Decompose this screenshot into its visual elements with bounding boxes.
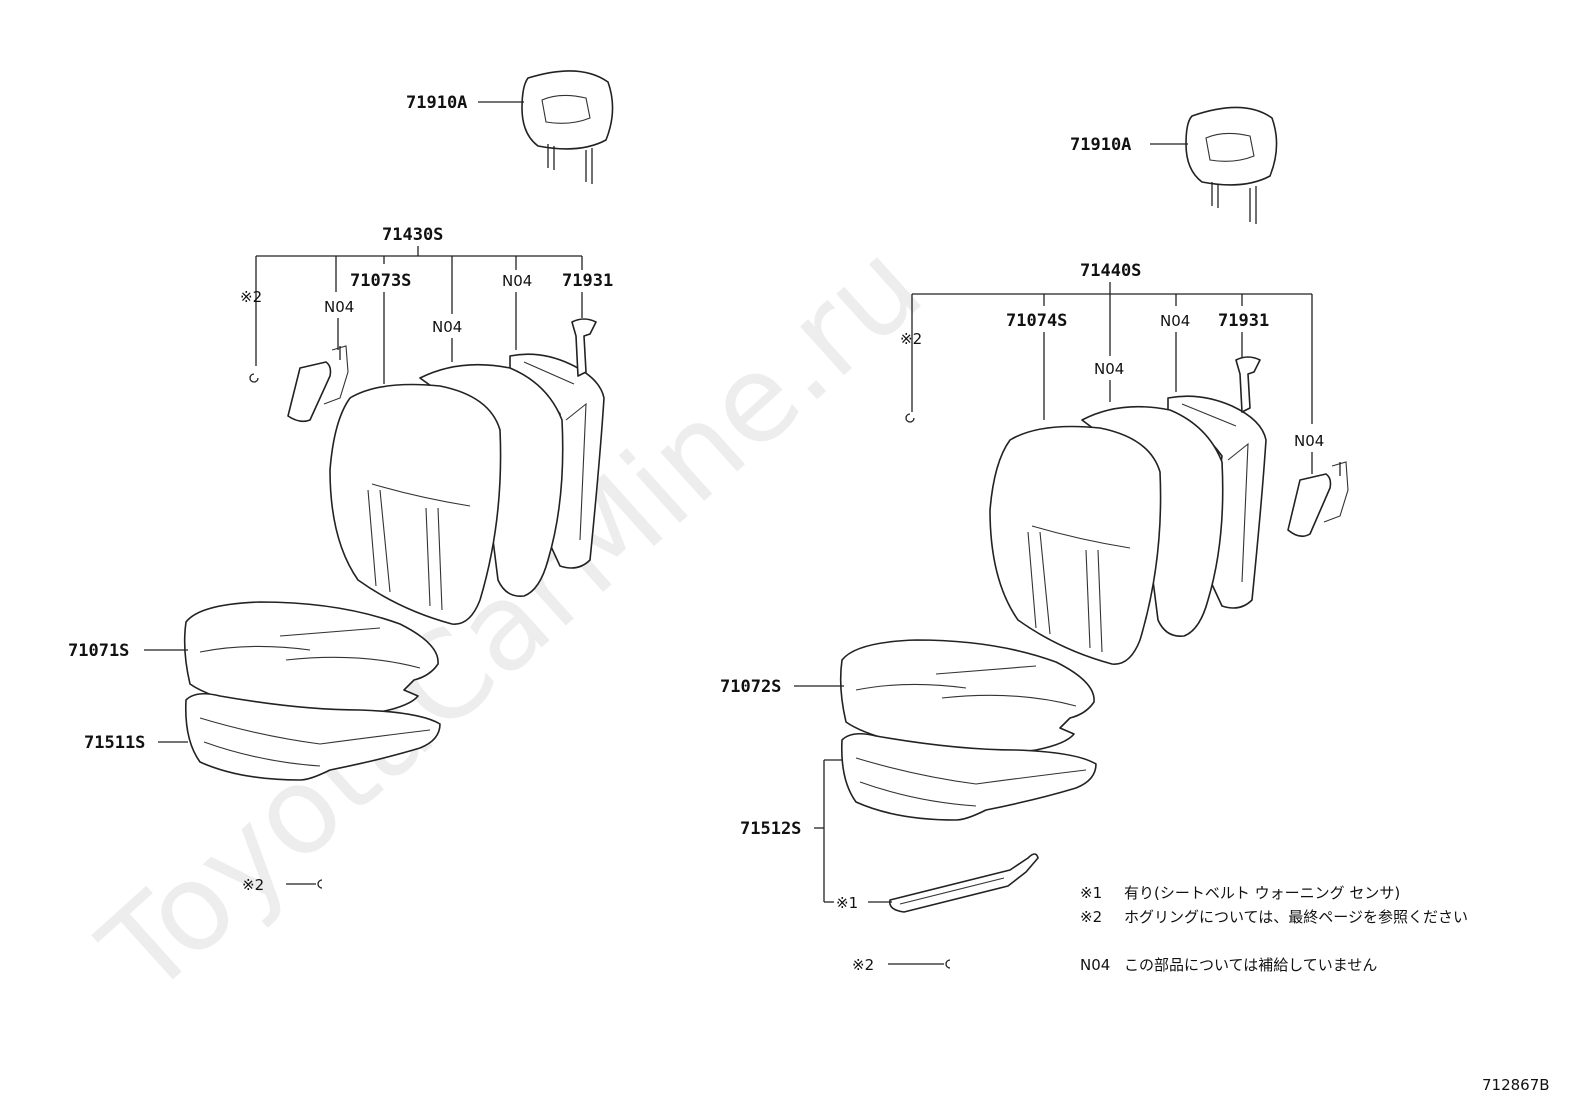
right-cushion-cover-label: 71072S <box>720 677 781 697</box>
left-headrest-label: 71910A <box>406 93 467 113</box>
right-seat-back-cover <box>989 425 1162 665</box>
left-bottom-hog-ring-ref: ※2 <box>242 876 264 894</box>
diagram-id: 712867B <box>1482 1076 1550 1094</box>
right-back-pad-n04: N04 <box>1094 360 1124 378</box>
left-headrest <box>521 70 614 184</box>
right-sensor-ref: ※1 <box>836 894 858 912</box>
left-hog-ring-ref: ※2 <box>240 288 262 306</box>
right-frame-n04: N04 <box>1160 312 1190 330</box>
right-seatbelt-sensor <box>888 853 1039 913</box>
left-back-assy-label: 71430S <box>382 225 443 245</box>
right-cushion-pad-label: 71512S <box>740 819 801 839</box>
right-bottom-hog-ring-ref: ※2 <box>852 956 874 974</box>
right-airbag-module <box>1287 461 1349 538</box>
right-hog-ring-ref: ※2 <box>900 330 922 348</box>
legend: ※1 有り(シートベルト ウォーニング センサ) ※2 ホグリングについては、最… <box>1080 884 1468 974</box>
right-headrest <box>1185 106 1278 224</box>
legend-key-1: ※1 <box>1080 884 1102 902</box>
right-back-cover-label: 71074S <box>1006 311 1067 331</box>
right-airbag-n04: N04 <box>1294 432 1324 450</box>
left-guide-label: 71931 <box>562 271 613 291</box>
right-back-assy-label: 71440S <box>1080 261 1141 281</box>
legend-text-1: 有り(シートベルト ウォーニング センサ) <box>1124 884 1400 902</box>
left-seat-assembly: 71910A 71430S ※2 N04 71073S N04 N04 7193… <box>68 70 614 894</box>
legend-text-2: ホグリングについては、最終ページを参照ください <box>1124 908 1468 926</box>
legend-text-3: この部品については補給していません <box>1124 956 1377 974</box>
left-seat-back-cover <box>329 383 502 625</box>
left-back-cover-label: 71073S <box>350 271 411 291</box>
right-seat-assembly: 71910A 71440S ※2 71074S N04 N04 71931 N0… <box>720 106 1349 974</box>
left-back-pad-n04: N04 <box>432 318 462 336</box>
right-guide-label: 71931 <box>1218 311 1269 331</box>
right-seat-cushion-pad <box>840 732 1097 821</box>
left-frame-n04: N04 <box>502 272 532 290</box>
legend-key-3: N04 <box>1080 956 1110 974</box>
left-cushion-cover-label: 71071S <box>68 641 129 661</box>
left-seat-cushion-pad <box>184 692 441 781</box>
left-cushion-pad-label: 71511S <box>84 733 145 753</box>
right-headrest-label: 71910A <box>1070 135 1131 155</box>
left-airbag-module <box>287 345 349 423</box>
legend-key-2: ※2 <box>1080 908 1102 926</box>
left-airbag-n04: N04 <box>324 298 354 316</box>
